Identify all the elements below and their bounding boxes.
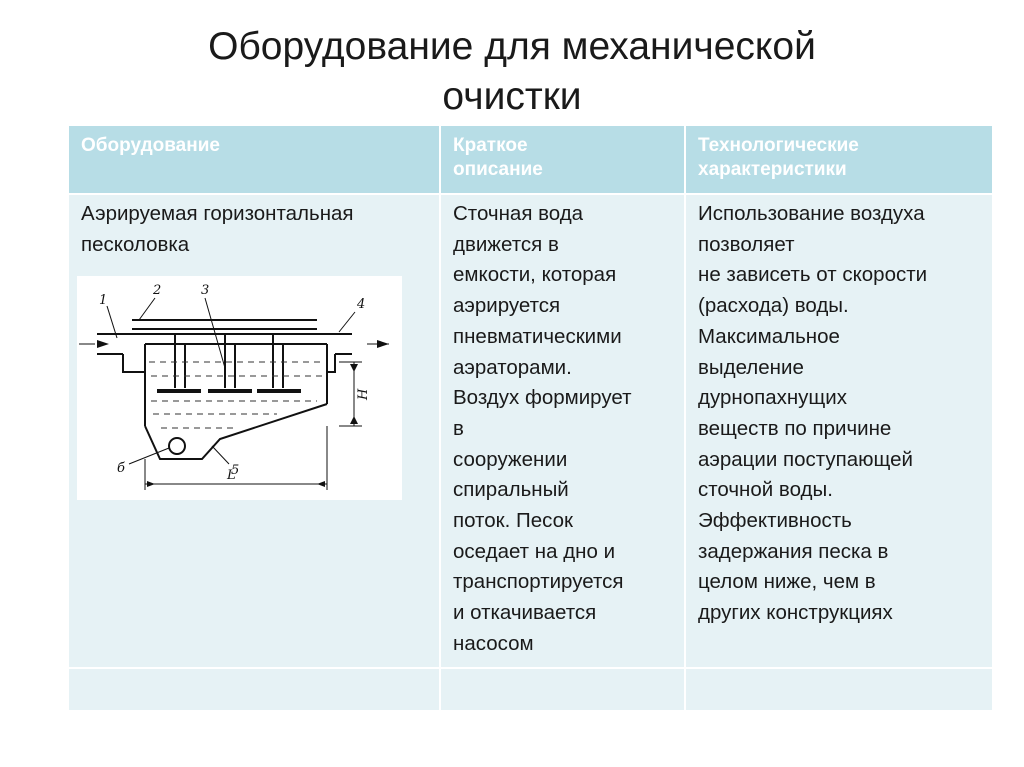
characteristics-line: Эффективность xyxy=(698,509,852,533)
header-characteristics: Технологические характеристики xyxy=(684,126,994,195)
equipment-name-line: Аэрируемая горизонтальная xyxy=(81,202,354,225)
empty-cell xyxy=(67,667,441,710)
characteristics-line: Использование воздуха xyxy=(698,202,925,225)
characteristics-line: не зависеть от скорости xyxy=(698,263,928,287)
slide-title: Оборудование для механической очистки xyxy=(0,22,1024,122)
characteristics-line: задержания песка в xyxy=(698,539,889,563)
description-line: поток. Песок xyxy=(453,509,573,533)
characteristics-line: веществ по причине xyxy=(698,416,892,440)
characteristics-line: выделение xyxy=(698,355,804,379)
header-description-line: описание xyxy=(453,159,543,180)
slide-title-line-1: Оборудование для механической xyxy=(208,25,816,68)
empty-cell xyxy=(684,667,994,710)
diagram-label-1: 1 xyxy=(99,293,107,308)
characteristics-line: дурнопахнущих xyxy=(698,386,847,410)
description-line: аэрируется xyxy=(453,294,561,318)
description-line: Воздух формирует xyxy=(453,386,632,410)
table-row-empty xyxy=(67,667,994,710)
description-line: пневматическими xyxy=(453,324,622,348)
description-line: сооружении xyxy=(453,447,568,471)
characteristics-line: целом ниже, чем в xyxy=(698,570,876,594)
characteristics-line: аэрации поступающей xyxy=(698,447,913,471)
description-line: в xyxy=(453,416,464,440)
header-characteristics-line: характеристики xyxy=(698,159,847,180)
description-cell: Сточная вода движется в емкости, которая аэ… xyxy=(439,194,686,668)
diagram-label-4: 4 xyxy=(356,297,365,312)
sand-trap-diagram: 1 2 3 4 5 б H L xyxy=(77,276,402,501)
header-equipment-line: Оборудование xyxy=(81,135,220,156)
description-line: емкости, которая xyxy=(453,263,617,287)
characteristics-line: сточной воды. xyxy=(698,478,833,502)
description-line: оседает на дно и xyxy=(453,539,616,563)
description-line: Сточная вода xyxy=(453,202,584,225)
equipment-name-line: песколовка xyxy=(81,232,190,256)
empty-cell xyxy=(439,667,686,710)
header-characteristics-line: Технологические xyxy=(698,135,859,156)
table-row: Аэрируемая горизонтальная песколовка xyxy=(67,194,994,668)
characteristics-line: позволяет xyxy=(698,232,795,256)
equipment-cell: Аэрируемая горизонтальная песколовка xyxy=(67,194,441,668)
description-line: движется в xyxy=(453,232,559,256)
description-line: спиральный xyxy=(453,478,569,502)
diagram-label-l: L xyxy=(226,468,236,483)
slide-title-line-2: очистки xyxy=(442,75,582,118)
diagram-label-5: 5 xyxy=(231,463,239,478)
characteristics-line: (расхода) воды. xyxy=(698,294,849,318)
diagram-label-3: 3 xyxy=(201,283,209,298)
diagram-label-6: б xyxy=(117,461,125,476)
description-line: и откачивается xyxy=(453,601,597,625)
description-line: транспортируется xyxy=(453,570,624,594)
characteristics-cell: Использование воздуха позволяет не зависет… xyxy=(684,194,994,668)
description-line: аэраторами. xyxy=(453,355,572,379)
description-line: насосом xyxy=(453,631,534,655)
header-description: Краткое описание xyxy=(439,126,686,195)
diagram-label-h: H xyxy=(356,388,371,401)
sand-trap-drawing: 1 2 3 4 5 б H L xyxy=(79,283,389,491)
diagram-label-2: 2 xyxy=(152,283,161,298)
characteristics-line: других конструкциях xyxy=(698,601,893,625)
header-description-line: Краткое xyxy=(453,135,528,156)
header-equipment: Оборудование xyxy=(67,126,441,195)
characteristics-line: Максимальное xyxy=(698,324,840,348)
equipment-table: Оборудование Краткое описание Технологич… xyxy=(67,126,994,710)
table-header-row: Оборудование Краткое описание Технологич… xyxy=(67,126,994,195)
